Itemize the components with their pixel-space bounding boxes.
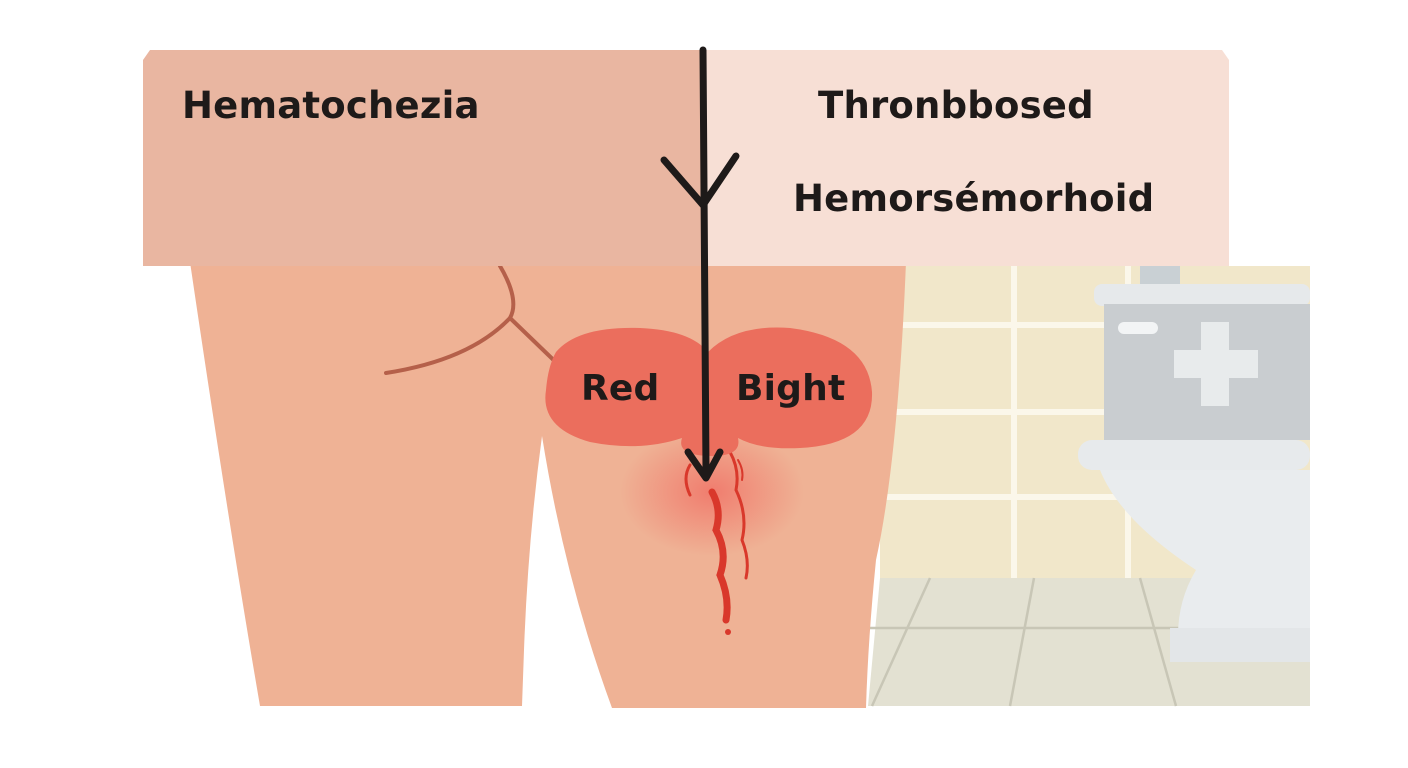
bight-label: Bight bbox=[736, 368, 846, 409]
medical-cross-icon bbox=[1174, 322, 1258, 406]
toilet-icon bbox=[1078, 266, 1310, 662]
thrombosed-label: Thronbbosed bbox=[818, 84, 1094, 127]
red-label: Red bbox=[581, 368, 660, 409]
bleeding-site bbox=[620, 428, 804, 635]
hemorrhoid-label: Hemorsémorhoid bbox=[793, 177, 1155, 220]
title-banner bbox=[143, 50, 1229, 266]
hematochezia-label: Hematochezia bbox=[182, 84, 480, 127]
arrow-down-icon bbox=[660, 46, 740, 482]
